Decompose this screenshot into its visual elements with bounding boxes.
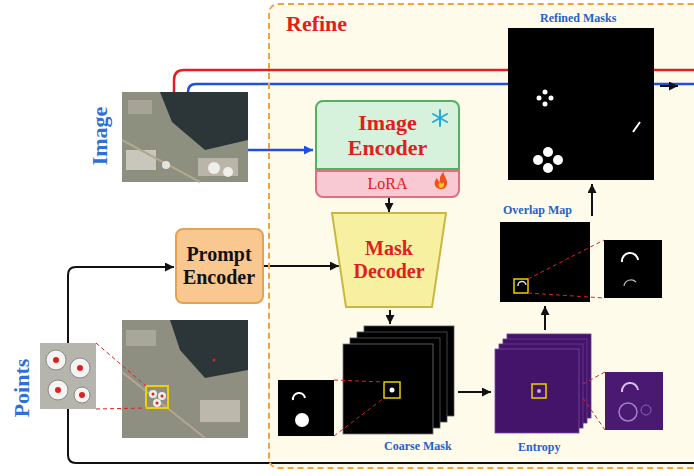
- trapezoid-shape: [332, 213, 446, 307]
- zoom-line: [96, 343, 146, 386]
- refine-ground: [268, 3, 694, 469]
- frozen-snowflake: [433, 110, 447, 126]
- node-text: Refine: [286, 11, 347, 36]
- flow-arrow: [458, 391, 491, 393]
- node-text: Prompt Encoder: [181, 243, 258, 289]
- lora-band: LoRA: [315, 170, 460, 198]
- image-arrow: [248, 149, 313, 152]
- node-text: LoRA: [368, 175, 408, 193]
- caption: Overlap Map: [503, 204, 572, 217]
- arrow-connector: [388, 198, 390, 212]
- caption: Entropy: [518, 441, 560, 454]
- flow-arrow: [591, 184, 593, 216]
- arrow-connector: [264, 265, 339, 267]
- node-text: Mask Decoder: [335, 237, 443, 283]
- points-image: [122, 320, 248, 438]
- zoom-line: [583, 398, 605, 430]
- refined-masks: [508, 28, 654, 180]
- caption: Coarse Mask: [384, 440, 452, 453]
- flow-arrow: [389, 310, 391, 324]
- coarse-mask-stack: [343, 326, 454, 434]
- satellite-image: [122, 92, 248, 182]
- coarse-mask-zoom: [278, 380, 334, 436]
- node-text: Image Encoder: [325, 110, 450, 161]
- points-line: [68, 267, 174, 343]
- prompt-encoder-box: Prompt Encoder: [175, 228, 264, 304]
- mask-decoder-trapezoid: Mask Decoder: [331, 212, 447, 308]
- flow-arrow: [660, 85, 678, 87]
- zoom-line: [528, 240, 604, 279]
- zoom-line: [583, 372, 605, 384]
- input-label: Points: [10, 359, 34, 418]
- zoom-line: [96, 408, 146, 409]
- zoom-line: [528, 293, 604, 298]
- refine-region: RefineImage EncoderLoRA Mask Decoder: [268, 3, 694, 469]
- zoom-line: [334, 380, 384, 382]
- image-encoder-box: Image Encoder: [315, 100, 460, 170]
- entropy-zoom: [605, 372, 663, 430]
- overlap-zoom: [604, 240, 662, 298]
- flow-arrow: [544, 306, 546, 330]
- points-thumbnail: [40, 343, 96, 409]
- input-label: Image: [88, 107, 112, 166]
- zoom-line: [334, 398, 384, 436]
- trainable-flame: [435, 172, 447, 189]
- entropy-stack: [495, 334, 591, 433]
- caption: Refined Masks: [540, 12, 616, 25]
- overlap-map: [500, 222, 590, 302]
